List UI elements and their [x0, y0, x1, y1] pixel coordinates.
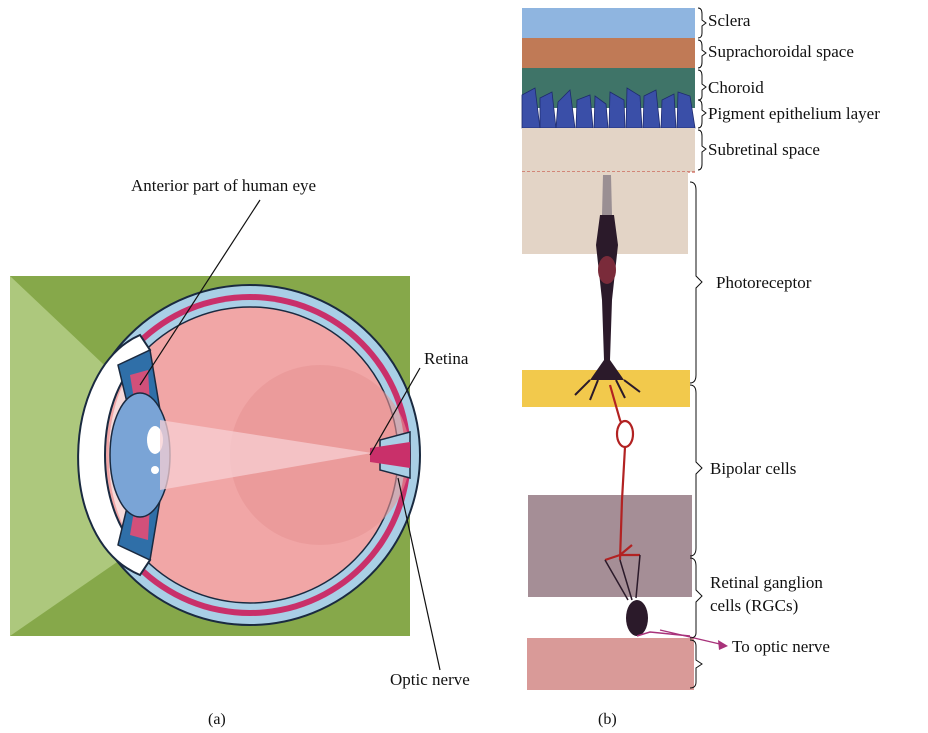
label-rgc-line2: cells (RGCs)	[710, 597, 798, 614]
layer-subretinal	[522, 128, 695, 172]
label-pigment-epithelium: Pigment epithelium layer	[708, 105, 880, 122]
label-rgc-line1: Retinal ganglion	[710, 574, 823, 591]
label-choroid: Choroid	[708, 79, 764, 96]
retina-layers-illustration	[522, 8, 728, 690]
caption-a: (a)	[208, 712, 226, 728]
label-subretinal: Subretinal space	[708, 141, 820, 158]
rgc-band	[528, 495, 692, 597]
eye-illustration	[10, 200, 440, 670]
label-optic-nerve: Optic nerve	[390, 671, 470, 688]
label-anterior-eye: Anterior part of human eye	[131, 177, 316, 194]
label-sclera: Sclera	[708, 12, 750, 29]
layer-sclera	[522, 8, 695, 38]
label-suprachoroidal: Suprachoroidal space	[708, 43, 854, 60]
label-photoreceptor: Photoreceptor	[716, 274, 811, 291]
label-to-optic-nerve: To optic nerve	[732, 638, 830, 655]
layer-suprachoroidal	[522, 38, 695, 68]
caption-b: (b)	[598, 712, 617, 728]
optic-output-arrowhead	[718, 640, 728, 650]
bottom-band	[527, 638, 694, 690]
lens-highlight-small	[151, 466, 159, 474]
label-retina: Retina	[424, 350, 468, 367]
label-bipolar: Bipolar cells	[710, 460, 796, 477]
